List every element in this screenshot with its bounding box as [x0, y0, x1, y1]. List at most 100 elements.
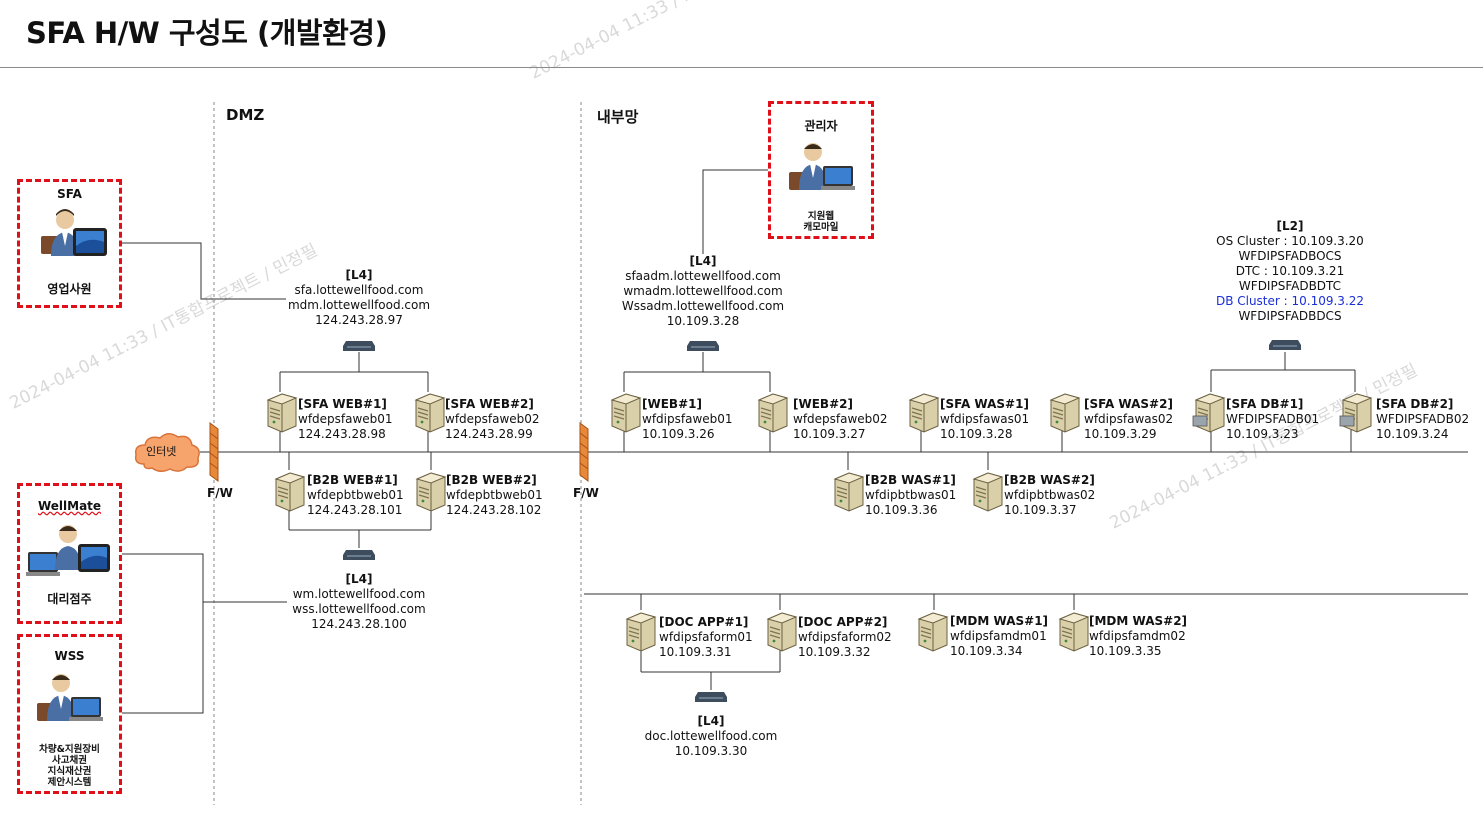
server-ip: 124.243.28.98 — [298, 427, 386, 441]
lb-line: doc.lottewellfood.com — [644, 729, 778, 743]
server-ip: 10.109.3.24 — [1376, 427, 1449, 441]
client-line: 차량&지원장비 — [39, 744, 100, 755]
server-icon — [833, 472, 865, 512]
server-icon — [766, 612, 798, 652]
server-icon — [266, 393, 298, 433]
client-title: WSS — [54, 649, 85, 663]
internet-cloud-icon — [134, 433, 200, 472]
server-icon — [1058, 612, 1090, 652]
salesperson-tablet-icon — [41, 209, 107, 256]
client-line: 지식재산권 — [47, 766, 92, 777]
server-ip: 124.243.28.99 — [445, 427, 533, 441]
client-box-admin: 관리자 지원웹 캐모마일 — [768, 101, 874, 239]
client-caption: 영업사원 — [47, 282, 92, 296]
lb-line: Wssadm.lottewellfood.com — [621, 299, 785, 313]
server-host: wfdepbtbweb01 — [446, 488, 543, 502]
lb-line: 124.243.28.97 — [315, 313, 403, 327]
database-server-icon — [1192, 393, 1226, 433]
server-name: [SFA DB#2] — [1376, 397, 1454, 411]
server-name: [SFA WEB#2] — [445, 397, 534, 411]
database-server-icon — [1339, 393, 1373, 433]
server-ip: 10.109.3.26 — [642, 427, 715, 441]
server-host: WFDIPSFADB02 — [1376, 412, 1470, 426]
server-host: wfdipsfamdm02 — [1089, 629, 1186, 643]
server-name: [B2B WAS#2] — [1004, 473, 1095, 487]
server-host: wfdipsfawas02 — [1084, 412, 1174, 426]
server-ip: 10.109.3.35 — [1089, 644, 1162, 658]
server-host: wfdipbtbwas01 — [865, 488, 957, 502]
title-divider — [0, 67, 1483, 68]
server-ip: 10.109.3.34 — [950, 644, 1023, 658]
lb-title: [L4] — [689, 254, 717, 268]
server-host: wfdipsfaform02 — [798, 630, 892, 644]
server-icon — [972, 472, 1004, 512]
server-ip: 10.109.3.27 — [793, 427, 866, 441]
page-title: SFA H/W 구성도 (개발환경) — [26, 16, 388, 50]
server-name: [WEB#1] — [642, 397, 702, 411]
server-host: wfdepsfaweb01 — [298, 412, 393, 426]
server-ip: 10.109.3.31 — [659, 645, 732, 659]
lb-line: 124.243.28.100 — [311, 617, 407, 631]
server-icon — [1049, 393, 1081, 433]
lb-line: WFDIPSFADBDTC — [1238, 279, 1342, 293]
l4-internal-top-info: [L4] sfaadm.lottewellfood.com wmadm.lott… — [592, 254, 814, 329]
client-box-wellmate: WellMate 대리점주 — [17, 483, 122, 624]
lb-line: sfaadm.lottewellfood.com — [625, 269, 781, 283]
server-ip: 10.109.3.36 — [865, 503, 938, 517]
server-name: [B2B WAS#1] — [865, 473, 956, 487]
client-line: 캐모마일 — [803, 222, 839, 233]
server-name: [B2B WEB#2] — [446, 473, 537, 487]
zone-label-dmz: DMZ — [226, 106, 265, 124]
server-host: WFDIPSFADB01 — [1226, 412, 1320, 426]
server-ip: 10.109.3.32 — [798, 645, 871, 659]
client-title: SFA — [57, 187, 82, 201]
server-ip: 10.109.3.28 — [940, 427, 1013, 441]
client-line: 사고채권 — [52, 755, 87, 766]
server-icon — [757, 393, 789, 433]
firewall-label-internal: F/W — [573, 486, 599, 500]
server-host: wfdipsfawas01 — [940, 412, 1030, 426]
server-host: wfdepbtbweb01 — [307, 488, 404, 502]
lb-line-db-cluster: DB Cluster : 10.109.3.22 — [1215, 294, 1365, 308]
lb-line: WFDIPSFADBDCS — [1238, 309, 1342, 323]
server-ip: 124.243.28.102 — [446, 503, 542, 517]
l4-dmz-top-info: [L4] sfa.lottewellfood.com mdm.lottewell… — [259, 268, 459, 328]
server-ip: 10.109.3.29 — [1084, 427, 1157, 441]
server-ip: 124.243.28.101 — [307, 503, 403, 517]
server-name: [SFA DB#1] — [1226, 397, 1304, 411]
l4-switch-icon — [343, 550, 375, 560]
server-name: [MDM WAS#1] — [950, 614, 1049, 628]
server-host: wfdipsfamdm01 — [950, 629, 1047, 643]
lb-line: sfa.lottewellfood.com — [294, 283, 424, 297]
lb-title: [L4] — [345, 268, 373, 282]
lb-title: [L4] — [345, 572, 373, 586]
client-box-wss: WSS 차량&지원장비 사고채권 지식재산권 제안시스템 — [17, 634, 122, 794]
server-name: [WEB#2] — [793, 397, 853, 411]
server-icon — [274, 472, 306, 512]
dealer-laptop-tablet-icon — [26, 525, 110, 576]
lb-title: [L4] — [697, 714, 725, 728]
server-name: [DOC APP#1] — [659, 615, 749, 629]
wss-user-laptop-icon — [37, 674, 103, 721]
l2-switch-icon — [1269, 340, 1301, 350]
server-ip: 10.109.3.23 — [1226, 427, 1299, 441]
server-icon — [415, 472, 447, 512]
server-host: wfdepsfaweb02 — [793, 412, 888, 426]
server-name: [SFA WEB#1] — [298, 397, 387, 411]
l4-switch-icon — [687, 341, 719, 351]
